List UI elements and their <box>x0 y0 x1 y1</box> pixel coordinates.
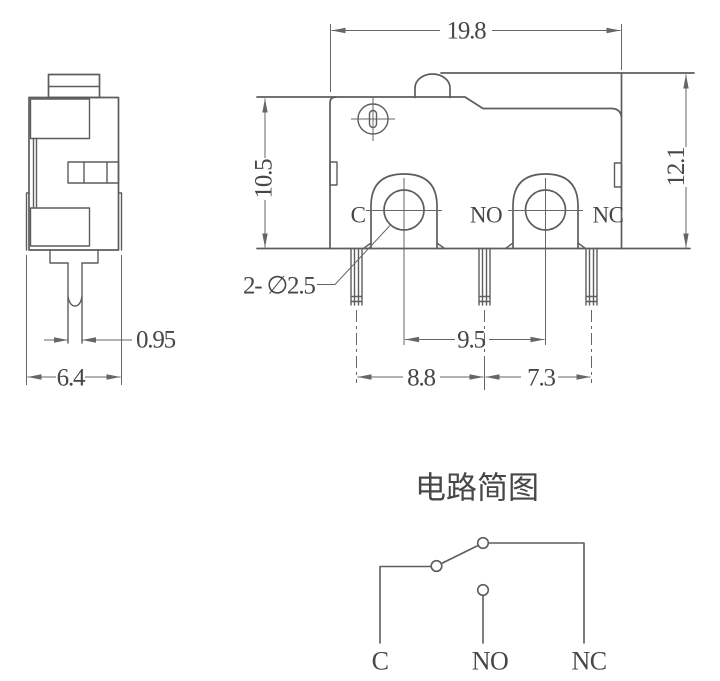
circuit-label-nc: NC <box>571 647 606 676</box>
dim-label-pin-pitch-right: 7.3 <box>527 364 555 391</box>
circuit-diagram: 电路简图 C NO NC <box>372 471 607 676</box>
front-view: C NO NC 19.8 10.5 12.1 9.5 8.8 7.3 2- ∅2… <box>243 18 695 391</box>
circuit-wire-nc <box>487 542 585 644</box>
dim-label-width: 19.8 <box>447 18 487 45</box>
hole-callout-label: 2- ∅2.5 <box>243 273 315 300</box>
side-body-outline <box>28 96 120 251</box>
circuit-contact-nc <box>476 536 490 550</box>
dim-label-body-height: 10.5 <box>251 159 278 199</box>
dim-ext-19-8 <box>330 24 622 92</box>
side-view: 0.95 6.4 <box>25 73 177 391</box>
terminal-tower-nc <box>504 173 587 250</box>
terminal-tower-common <box>362 173 446 250</box>
circuit-label-no: NO <box>472 647 509 676</box>
terminal-label-nc: NC <box>593 203 624 228</box>
lever-button-dome <box>414 73 451 99</box>
side-body-left-rib <box>32 137 38 209</box>
circuit-contact-no <box>476 583 490 597</box>
front-pins <box>350 247 598 306</box>
circuit-switch-blade <box>440 544 480 565</box>
side-pin <box>67 262 83 344</box>
side-body-cell-row <box>67 161 120 184</box>
side-body-cell-dividers <box>83 161 108 184</box>
right-notch <box>613 162 623 188</box>
side-stem <box>49 249 99 264</box>
terminal-label-c: C <box>351 203 366 228</box>
circuit-title: 电路简图 <box>415 471 539 506</box>
side-body-flanges <box>25 192 123 251</box>
left-notch <box>329 161 338 186</box>
dim-label-total-height: 12.1 <box>663 148 690 187</box>
side-body-lower-block <box>29 207 91 247</box>
dim-label-hole-spacing: 9.5 <box>457 327 485 354</box>
circuit-contact-common <box>430 559 443 573</box>
front-body-top-edge <box>256 96 623 118</box>
terminal-label-no: NO <box>470 203 502 228</box>
dim-label-pin-pitch-left: 8.8 <box>407 364 435 391</box>
dim-label-pin-width: 0.95 <box>136 327 176 354</box>
dim-label-body-width: 6.4 <box>57 364 86 391</box>
side-body-upper-block <box>29 98 91 140</box>
hole-callout-leader <box>317 225 391 285</box>
circuit-label-c: C <box>372 647 389 676</box>
dim-ext-6-4 <box>26 255 122 385</box>
hole-centerlines <box>403 178 546 345</box>
pivot-screw-icon <box>351 97 395 141</box>
circuit-wire-c <box>379 565 432 644</box>
front-body-left-edge <box>329 96 337 250</box>
